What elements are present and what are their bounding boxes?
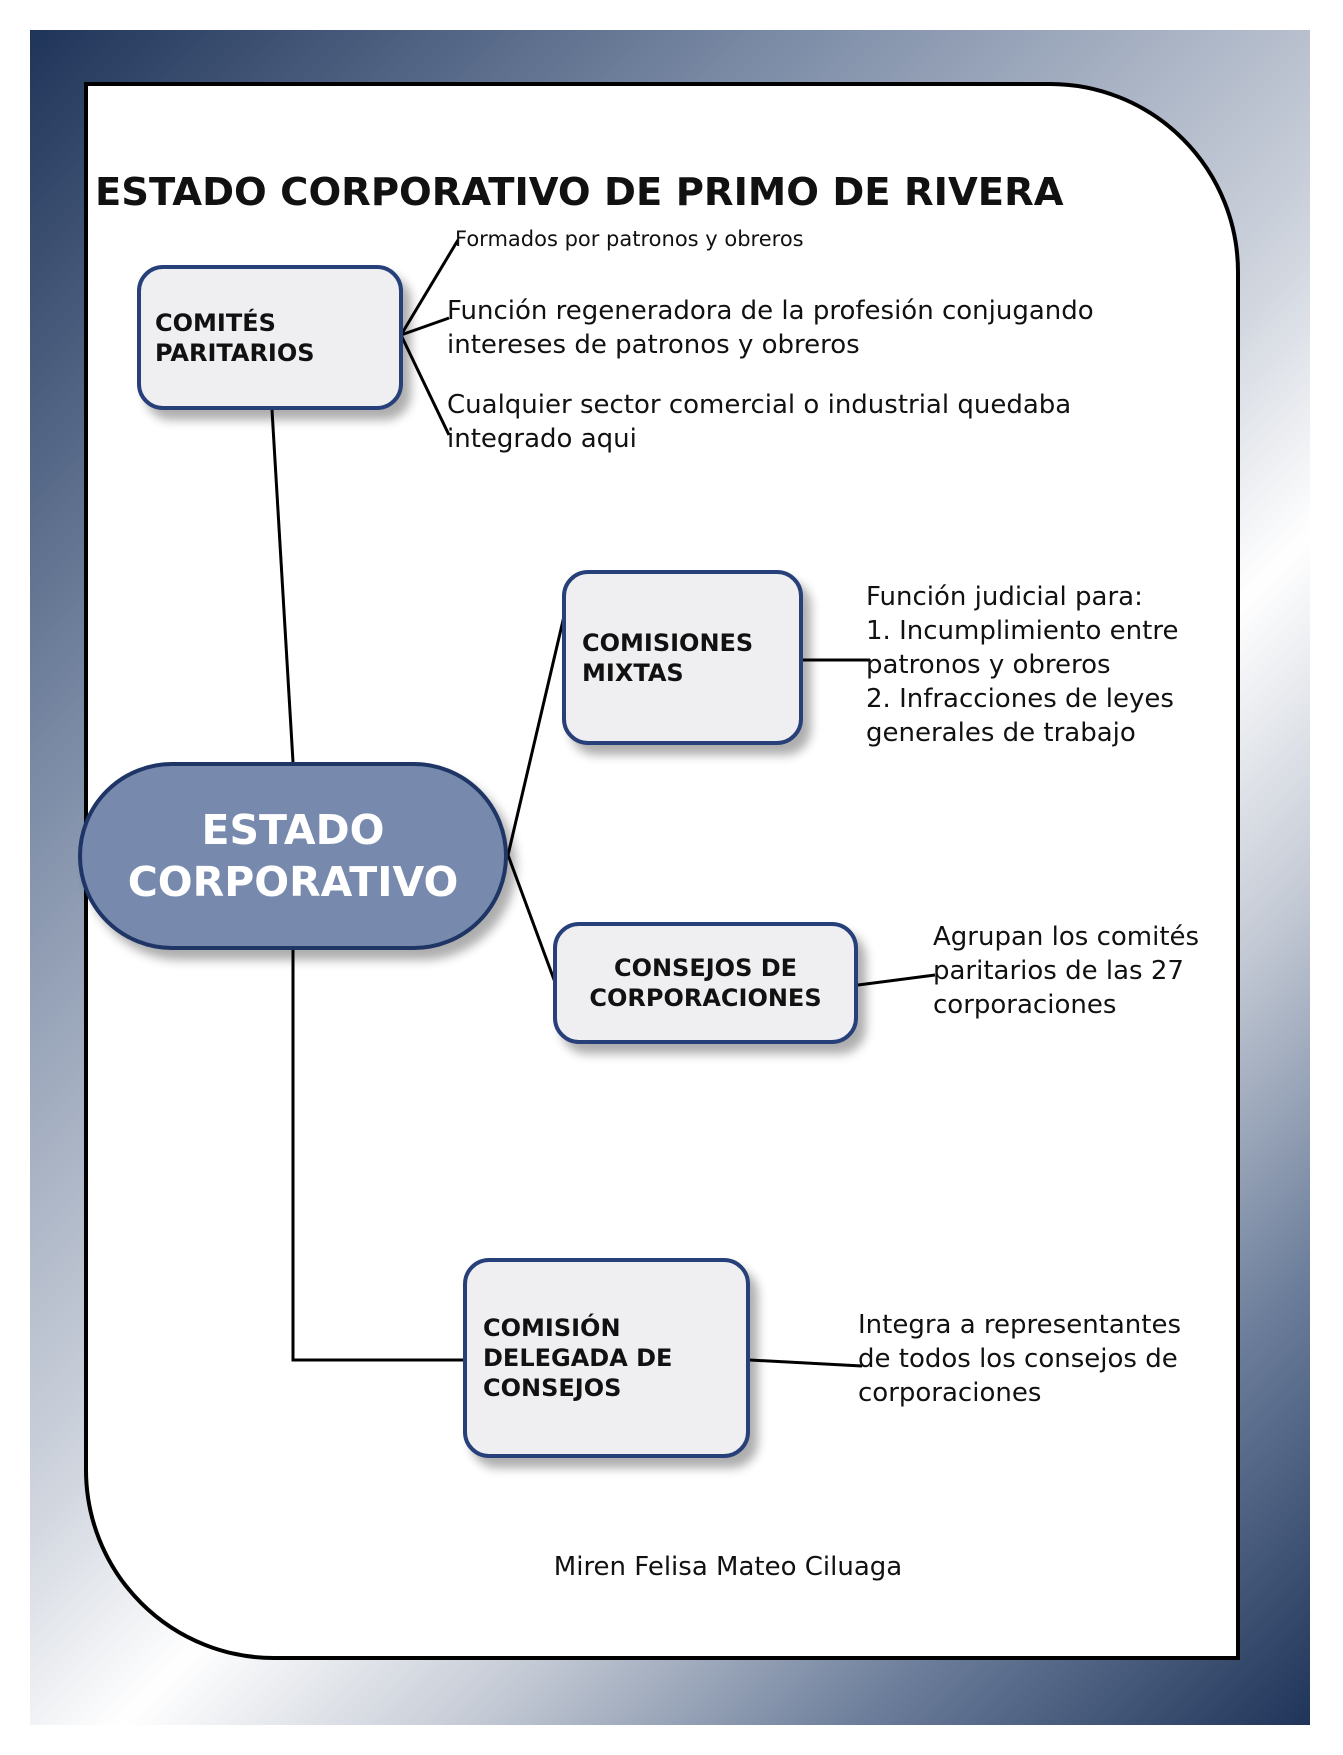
note-consejos-corporaciones: Agrupan los comités paritarios de las 27… — [933, 922, 1200, 1020]
connector-center-comites — [270, 409, 295, 763]
author-name: Miren Felisa Mateo Ciluaga — [553, 1552, 903, 1582]
note-comisiones-mixtas: Función judicial para: 1. Incumplimiento… — [866, 582, 1179, 748]
connector-center-delegada — [291, 950, 466, 1362]
connector-comites-note1 — [399, 239, 460, 336]
connector-delegada-note — [749, 1358, 863, 1368]
connector-comites-note3 — [399, 334, 451, 436]
node-consejos-corporaciones: CONSEJOS DE CORPORACIONES — [553, 922, 858, 1044]
note-comites-1: Formados por patronos y obreros — [455, 227, 804, 251]
connector-consejos-note — [857, 973, 936, 987]
connector-center-consejos — [506, 854, 558, 986]
node-comisiones-mixtas: COMISIONES MIXTAS — [562, 570, 803, 745]
note-comites-3: Cualquier sector comercial o industrial … — [447, 390, 1072, 454]
connector-comites-note2 — [400, 316, 450, 337]
note-comision-delegada: Integra a representantes de todos los co… — [858, 1310, 1182, 1408]
note-comites-2: Función regeneradora de la profesión con… — [447, 296, 1094, 360]
connector-center-comisiones — [506, 611, 567, 856]
node-comites-paritarios: COMITÉS PARITARIOS — [137, 265, 403, 410]
page-title: ESTADO CORPORATIVO DE PRIMO DE RIVERA — [95, 170, 1064, 215]
node-comision-delegada: COMISIÓN DELEGADA DE CONSEJOS — [463, 1258, 750, 1458]
node-estado-corporativo: ESTADO CORPORATIVO — [78, 762, 508, 950]
